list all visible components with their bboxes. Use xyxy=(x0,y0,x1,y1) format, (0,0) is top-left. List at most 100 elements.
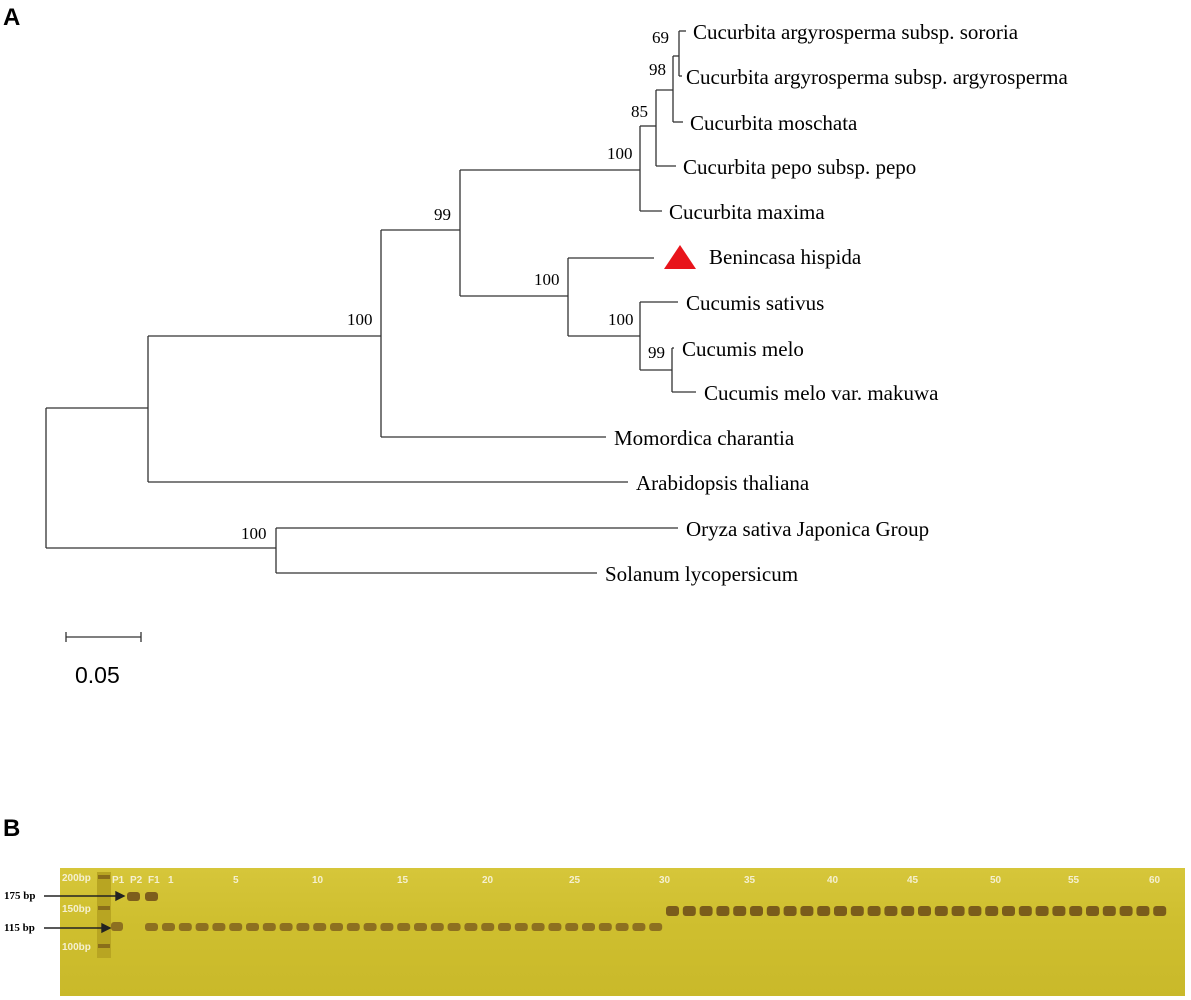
bootstrap-value: 100 xyxy=(607,144,633,163)
ladder-label: 200bp xyxy=(62,873,91,884)
gel-band xyxy=(968,906,982,916)
bootstrap-value: 100 xyxy=(241,524,267,543)
bootstrap-value: 100 xyxy=(347,310,373,329)
gel-band xyxy=(582,923,595,931)
lane-label: P1 xyxy=(112,875,125,886)
bootstrap-value: 99 xyxy=(434,205,451,224)
ladder-band xyxy=(98,875,110,879)
taxon-label: Benincasa hispida xyxy=(709,245,862,269)
gel-band xyxy=(145,892,158,901)
bootstrap-value: 100 xyxy=(534,270,560,289)
gel-band xyxy=(531,923,545,931)
gel-band xyxy=(615,923,629,931)
ladder-label: 150bp xyxy=(62,904,91,915)
tree-branches xyxy=(45,30,696,574)
gel-band xyxy=(934,906,948,916)
population-bands xyxy=(162,906,1167,931)
gel-band xyxy=(1069,906,1083,916)
lane-label: 55 xyxy=(1068,875,1080,886)
gel-band xyxy=(397,923,411,931)
gel-band xyxy=(430,923,444,931)
gel-band xyxy=(1119,906,1133,916)
gel-band xyxy=(346,923,360,931)
taxon-label: Cucumis sativus xyxy=(686,291,824,315)
lane-label: 40 xyxy=(827,875,839,886)
ladder-lane xyxy=(97,872,111,958)
taxon-label: Solanum lycopersicum xyxy=(605,562,798,586)
panel-label-a: A xyxy=(3,4,21,31)
ladder-label: 100bp xyxy=(62,942,91,953)
gel-band xyxy=(783,906,797,916)
gel-band xyxy=(111,922,123,931)
gel-band xyxy=(1086,906,1099,916)
gel-band xyxy=(380,923,394,931)
gel-band xyxy=(951,906,965,916)
taxon-label: Cucurbita maxima xyxy=(669,200,825,224)
gel-band xyxy=(1153,906,1167,916)
band-size-label: 175 bp xyxy=(4,890,36,902)
gel-band xyxy=(918,906,931,916)
bootstrap-value: 100 xyxy=(608,310,634,329)
gel-band xyxy=(178,923,192,931)
gel-band xyxy=(195,923,209,931)
band-size-label: 115 bp xyxy=(4,922,35,934)
gel-band xyxy=(632,923,646,931)
lane-label: 35 xyxy=(744,875,756,886)
gel-band xyxy=(498,923,511,931)
scale-bar-label: 0.05 xyxy=(75,662,120,688)
lane-label: 25 xyxy=(569,875,581,886)
gel-band xyxy=(884,906,898,916)
lane-label: 45 xyxy=(907,875,919,886)
gel-band xyxy=(985,906,999,916)
gel-band xyxy=(850,906,864,916)
lane-label: 1 xyxy=(168,875,174,886)
gel-band xyxy=(279,923,293,931)
highlight-triangle-icon xyxy=(664,245,696,269)
gel-band xyxy=(598,923,612,931)
gel-band xyxy=(1102,906,1116,916)
gel-band xyxy=(1035,906,1049,916)
gel-band xyxy=(649,923,663,931)
bootstrap-value: 69 xyxy=(652,28,669,47)
gel-band xyxy=(817,906,831,916)
bootstrap-value: 99 xyxy=(648,343,665,362)
gel-band xyxy=(363,923,377,931)
band-arrows xyxy=(44,890,126,934)
ladder-band xyxy=(98,944,110,948)
gel-band xyxy=(1052,906,1066,916)
gel-band xyxy=(750,906,763,916)
gel-band xyxy=(682,906,696,916)
taxon-label: Arabidopsis thaliana xyxy=(636,471,810,495)
gel-band xyxy=(414,923,427,931)
taxon-label: Cucurbita moschata xyxy=(690,111,858,135)
lane-label: 20 xyxy=(482,875,494,886)
gel-band xyxy=(313,923,327,931)
ladder-band xyxy=(98,906,110,910)
gel-band xyxy=(212,923,226,931)
gel-band xyxy=(766,906,780,916)
taxon-label: Cucurbita argyrosperma subsp. argyrosper… xyxy=(686,65,1068,89)
taxon-label: Cucurbita pepo subsp. pepo xyxy=(683,155,916,179)
gel-band xyxy=(162,923,175,931)
gel-band xyxy=(229,923,243,931)
gel-band xyxy=(481,923,495,931)
gel-band xyxy=(666,906,679,916)
taxon-label: Cucumis melo xyxy=(682,337,804,361)
gel-band xyxy=(565,923,579,931)
gel-image xyxy=(60,868,1185,996)
gel-band xyxy=(127,892,140,901)
gel-band xyxy=(548,923,562,931)
gel-band xyxy=(834,906,847,916)
gel-band xyxy=(330,923,343,931)
lane-label: 15 xyxy=(397,875,409,886)
taxon-label: Cucurbita argyrosperma subsp. sororia xyxy=(693,20,1019,44)
gel-band xyxy=(1002,906,1015,916)
gel-band xyxy=(447,923,461,931)
gel-band xyxy=(901,906,915,916)
scale-bar xyxy=(65,632,142,642)
taxon-label: Momordica charantia xyxy=(614,426,795,450)
bootstrap-value: 98 xyxy=(649,60,666,79)
lane-label: F1 xyxy=(148,875,160,886)
lane-label: P2 xyxy=(130,875,143,886)
gel-band xyxy=(464,923,478,931)
